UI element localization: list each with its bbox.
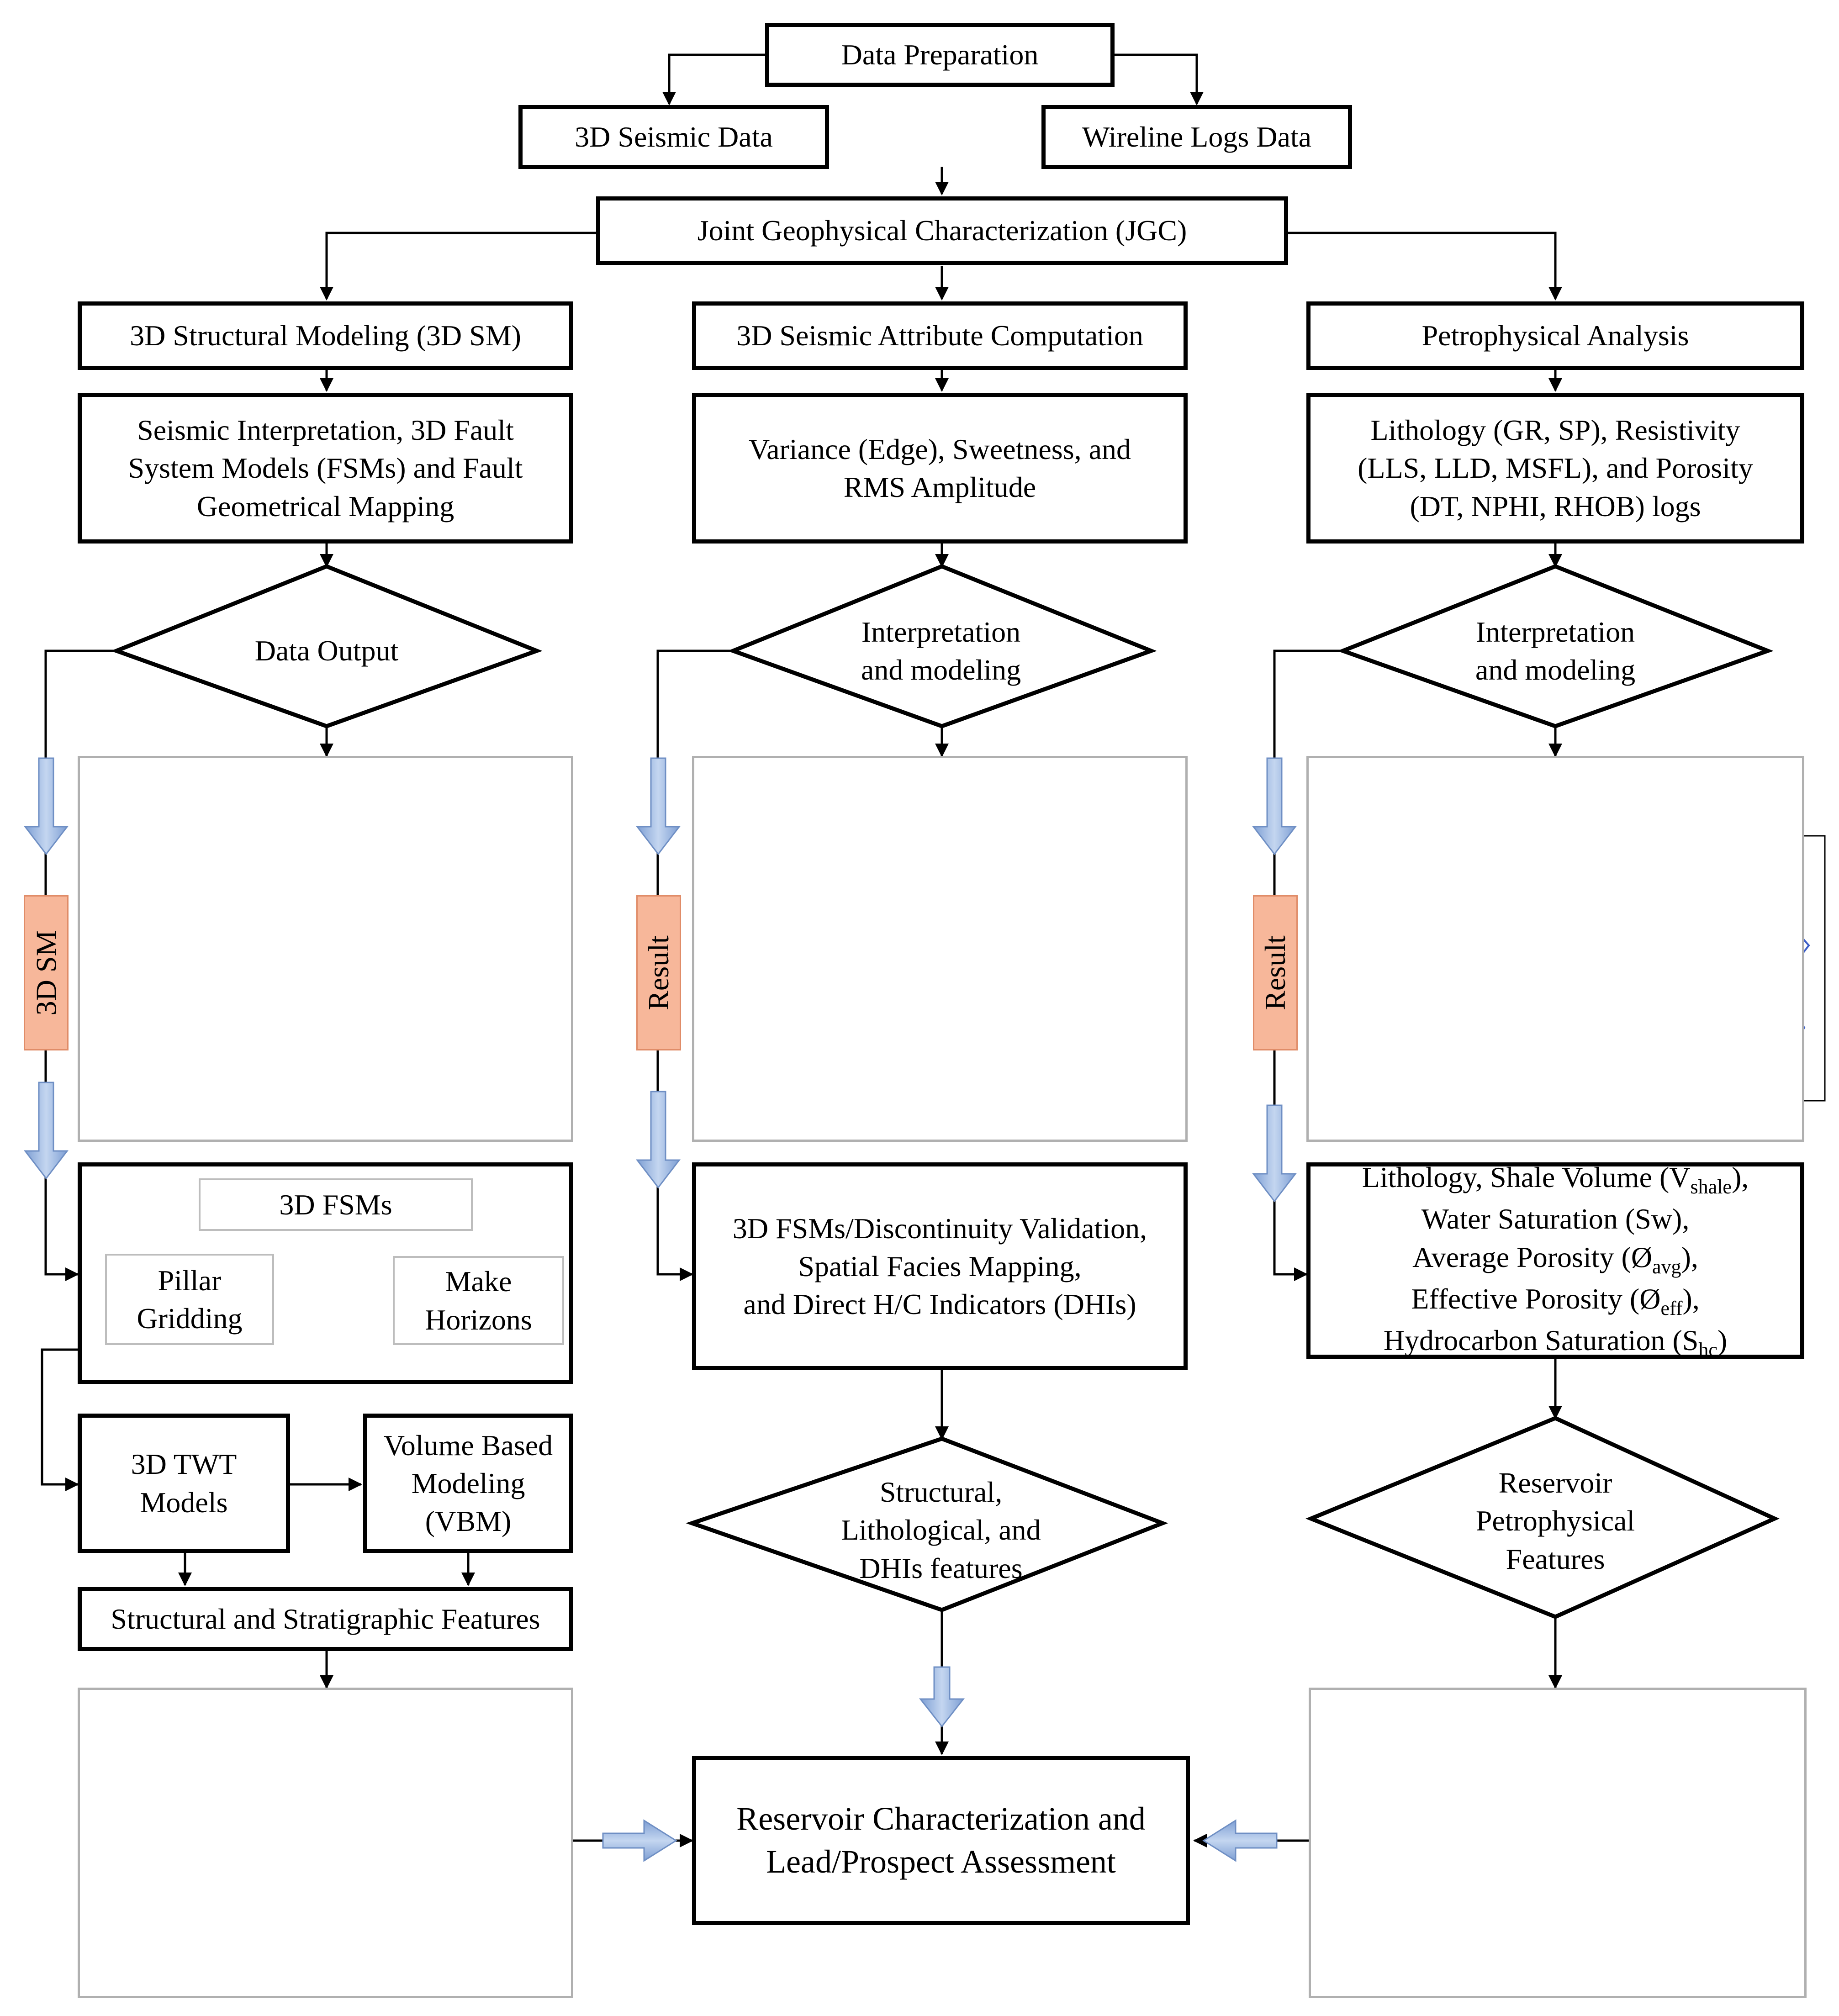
seismic-data-box: 3D Seismic Data [518, 105, 829, 169]
pillar-gridding-inner-box: Pillar Gridding [105, 1254, 274, 1345]
fsms-inner-box: 3D FSMs [199, 1178, 473, 1231]
validation-box: 3D FSMs/Discontinuity Validation, Spatia… [692, 1162, 1188, 1370]
saturation-line3: Average Porosity (Øavg), [1412, 1240, 1698, 1278]
seismic-interpretation-box: Seismic Interpretation, 3D Fault System … [78, 393, 573, 544]
blue-arrow-right-1 [1252, 757, 1297, 855]
side-tag-result-right-label: Result [1259, 935, 1291, 1010]
structural-modeling-box: 3D Structural Modeling (3D SM) [78, 301, 573, 370]
blue-arrow-from-left-panel [602, 1819, 677, 1862]
panel-attribute-images [692, 756, 1188, 1142]
blue-arrow-right-2 [1252, 1104, 1297, 1203]
jgc-box: Joint Geophysical Characterization (JGC) [596, 196, 1288, 265]
blue-arrow-left-1 [23, 757, 69, 855]
petrophysical-analysis-box: Petrophysical Analysis [1306, 301, 1804, 370]
make-horizons-inner-box: Make Horizons [393, 1256, 564, 1345]
side-tag-result-right: Result [1253, 895, 1298, 1050]
interp-middle-label: Interpretation and modeling [861, 615, 1021, 686]
vbm-box: Volume Based Modeling (VBM) [363, 1414, 573, 1553]
panel-reservoir-tracks [1309, 1688, 1807, 1998]
saturation-line2: Water Saturation (Sw), [1421, 1203, 1690, 1235]
twt-models-box: 3D TWT Models [78, 1414, 290, 1553]
saturation-line5: Hydrocarbon Saturation (Shc) [1383, 1324, 1728, 1361]
features-right-label: Reservoir Petrophysical Features [1475, 1467, 1635, 1575]
saturation-line1: Lithology, Shale Volume (Vshale), [1362, 1161, 1749, 1198]
blue-arrow-center [919, 1666, 965, 1728]
panel-petrophysical-logs [1306, 756, 1804, 1142]
data-output-label: Data Output [254, 634, 399, 667]
blue-arrow-left-2 [23, 1082, 69, 1180]
diamond-features-right-shape [1305, 1416, 1780, 1619]
struct-strat-box: Structural and Stratigraphic Features [78, 1587, 573, 1651]
interp-right-label: Interpretation and modeling [1475, 615, 1636, 686]
data-preparation-box: Data Preparation [765, 23, 1115, 87]
diamond-features-middle-shape [686, 1436, 1168, 1612]
lithology-logs-box: Lithology (GR, SP), Resistivity (LLS, LL… [1306, 393, 1804, 544]
saturation-line4: Effective Porosity (Øeff), [1411, 1282, 1700, 1319]
features-middle-label: Structural, Lithological, and DHIs featu… [841, 1476, 1041, 1584]
reservoir-box: Reservoir Characterization and Lead/Pros… [692, 1756, 1190, 1925]
blue-arrow-middle-1 [635, 757, 681, 855]
saturation-box: Lithology, Shale Volume (Vshale), Water … [1306, 1161, 1804, 1361]
panel-3d-sm-images [78, 756, 573, 1142]
side-tag-3d-sm-label: 3D SM [30, 930, 62, 1016]
diamond-data-output-shape [111, 564, 543, 728]
blue-arrow-from-right-panel [1202, 1819, 1278, 1862]
diamond-interp-right-shape [1337, 564, 1774, 728]
wireline-logs-box: Wireline Logs Data [1041, 105, 1352, 169]
side-tag-result-middle-label: Result [642, 935, 675, 1010]
side-tag-3d-sm: 3D SM [24, 895, 69, 1050]
side-tag-result-middle: Result [636, 895, 681, 1050]
variance-sweetness-box: Variance (Edge), Sweetness, and RMS Ampl… [692, 393, 1188, 544]
seismic-attribute-box: 3D Seismic Attribute Computation [692, 301, 1188, 370]
panel-twt-sections [78, 1688, 573, 1998]
diamond-interp-middle-shape [727, 564, 1157, 728]
blue-arrow-middle-2 [635, 1091, 681, 1189]
